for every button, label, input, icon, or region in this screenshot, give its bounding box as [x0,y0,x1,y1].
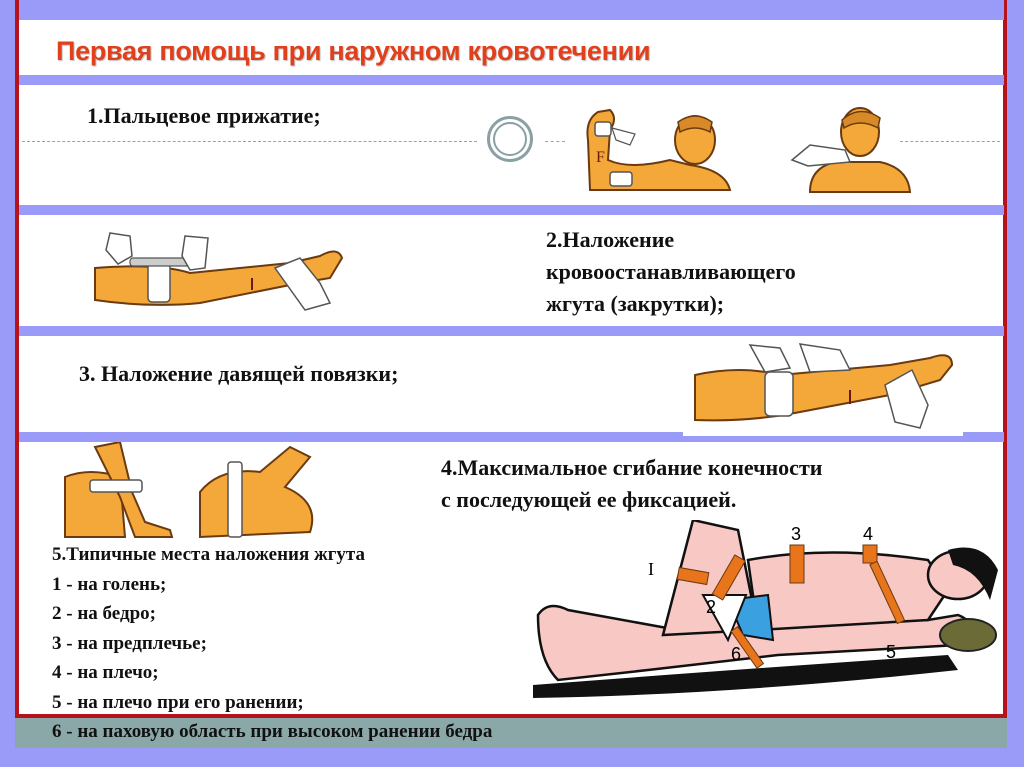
section-4-heading: 4.Максимальное сгибание конечности с пос… [441,452,822,516]
section-4-line: 4.Максимальное сгибание конечности [441,455,823,480]
tourniquet-sites-body-illustration: I 2 3 4 5 6 [533,520,998,698]
svg-text:4: 4 [863,524,873,544]
divider-band [19,432,1004,442]
tourniquet-twist-illustration [94,232,344,311]
section-3-heading: 3. Наложение давящей повязки; [79,361,399,386]
divider-band [19,75,1004,85]
limb-flexion-illustration [64,442,314,539]
list-item: 1 - на голень; [52,573,167,595]
list-item: 2 - на бедро; [52,603,156,624]
section-2-line: жгута (закрутки); [546,291,725,316]
svg-text:5: 5 [886,642,896,662]
top-band [19,0,1004,20]
list-item: 6 - на паховую область при высоком ранен… [52,721,493,742]
bottom-strip [15,718,1007,748]
finger-pressure-neck-illustration [790,107,912,193]
list-item: 5 - на плечо при его ранении; [52,691,304,713]
list-heading: 5.Типичные места наложения жгута [52,544,365,565]
pressure-bandage-illustration [694,343,954,429]
section-4-line: с последующей ее фиксацией. [441,487,737,512]
ring-icon [487,116,533,162]
svg-text:2: 2 [706,597,716,617]
figure-label: I [648,559,654,579]
dashed-divider [22,141,477,142]
finger-pressure-arm-illustration: F [586,108,732,191]
section-2-line: 2.Наложение [546,227,675,252]
svg-text:F: F [596,149,605,166]
section-2-heading: 2.Наложение кровоостанавливающего жгута … [546,224,796,320]
list-item: 3 - на предплечье; [52,632,207,654]
section-1-heading: 1.Пальцевое прижатие; [87,103,321,128]
list-item: 4 - на плечо; [52,662,159,683]
tourniquet-sites-list: 5.Типичные места наложения жгута 1 - на … [52,540,492,747]
page-title: Первая помощь при наружном кровотечении [56,36,651,66]
svg-text:6: 6 [731,644,741,664]
section-2-line: кровоостанавливающего [546,259,796,284]
dashed-divider [900,141,1000,142]
divider-band [19,205,1004,215]
divider-band [19,326,1004,336]
dashed-divider [545,141,565,142]
frame-bottom-border [15,714,1007,718]
svg-text:3: 3 [791,524,801,544]
